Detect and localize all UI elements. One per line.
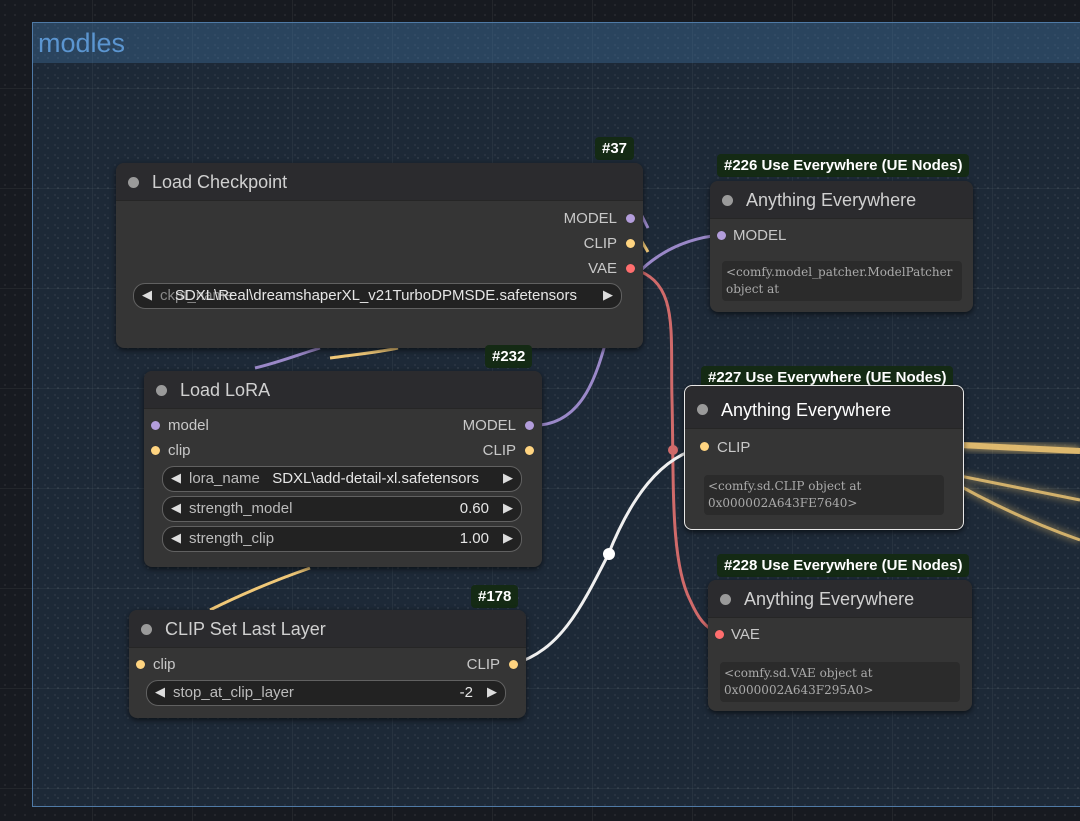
node-id-badge: #178 bbox=[471, 585, 519, 608]
input-model-slot[interactable] bbox=[717, 231, 726, 240]
widget-value: SDXL\Real\dreamshaperXL_v21TurboDPMSDE.s… bbox=[174, 287, 577, 304]
input-clip-slot[interactable] bbox=[151, 446, 160, 455]
increment-arrow-icon[interactable]: ▶ bbox=[487, 684, 497, 699]
increment-arrow-icon[interactable]: ▶ bbox=[503, 500, 513, 515]
output-clip-slot[interactable] bbox=[525, 446, 534, 455]
anything-everywhere-227-node[interactable]: Anything Everywhere CLIP <comfy.sd.CLIP … bbox=[684, 385, 964, 530]
decrement-arrow-icon[interactable]: ◀ bbox=[171, 470, 181, 485]
widget-value: -2 bbox=[459, 684, 473, 701]
value-display: <comfy.sd.CLIP object at 0x000002A643FE7… bbox=[704, 475, 944, 515]
widget-label: ckpt_name bbox=[160, 287, 234, 304]
output-model-label: MODEL bbox=[563, 210, 617, 227]
node-id-badge: #226 Use Everywhere (UE Nodes) bbox=[717, 154, 970, 177]
collapse-dot[interactable] bbox=[722, 195, 733, 206]
anything-everywhere-228-node[interactable]: Anything Everywhere VAE <comfy.sd.VAE ob… bbox=[708, 580, 972, 711]
output-clip-label: CLIP bbox=[466, 656, 500, 673]
node-title-bar[interactable]: Anything Everywhere bbox=[708, 580, 972, 618]
widget-label: lora_name bbox=[189, 470, 260, 487]
input-clip-slot[interactable] bbox=[136, 660, 145, 669]
widget-label: strength_model bbox=[189, 500, 293, 517]
widget-label: stop_at_clip_layer bbox=[173, 684, 294, 701]
node-id-badge: #37 bbox=[595, 137, 635, 160]
node-title: Anything Everywhere bbox=[721, 400, 892, 420]
anything-everywhere-226-node[interactable]: Anything Everywhere MODEL <comfy.model_p… bbox=[710, 181, 973, 312]
widget-value: 0.60 bbox=[459, 500, 489, 517]
input-clip-slot[interactable] bbox=[700, 442, 709, 451]
input-clip-label: clip bbox=[153, 656, 176, 673]
input-clip-label: clip bbox=[168, 442, 191, 459]
node-title-bar[interactable]: Anything Everywhere bbox=[710, 181, 973, 219]
stop-at-clip-layer-number[interactable]: ◀ stop_at_clip_layer -2 ▶ bbox=[146, 680, 506, 706]
output-model-label: MODEL bbox=[462, 417, 516, 434]
decrement-arrow-icon[interactable]: ◀ bbox=[155, 684, 165, 699]
output-model-slot[interactable] bbox=[525, 421, 534, 430]
collapse-dot[interactable] bbox=[141, 624, 152, 635]
output-clip-label: CLIP bbox=[583, 235, 617, 252]
output-clip-label: CLIP bbox=[482, 442, 516, 459]
node-title: Load LoRA bbox=[180, 380, 271, 400]
widget-value: SDXL\add-detail-xl.safetensors bbox=[272, 470, 479, 487]
output-model-slot[interactable] bbox=[626, 214, 635, 223]
node-title-bar[interactable]: CLIP Set Last Layer bbox=[129, 610, 526, 648]
value-display: <comfy.model_patcher.ModelPatcher object… bbox=[722, 261, 962, 301]
load-checkpoint-node[interactable]: Load Checkpoint MODEL CLIP VAE ◀ ckpt_na… bbox=[116, 163, 643, 348]
collapse-dot[interactable] bbox=[156, 385, 167, 396]
node-title-bar[interactable]: Load Checkpoint bbox=[116, 163, 643, 201]
output-clip-slot[interactable] bbox=[626, 239, 635, 248]
input-vae-label: VAE bbox=[731, 626, 760, 643]
node-title: CLIP Set Last Layer bbox=[165, 619, 326, 639]
node-id-badge: #232 bbox=[485, 345, 533, 368]
input-model-label: MODEL bbox=[733, 227, 787, 244]
output-clip-slot[interactable] bbox=[509, 660, 518, 669]
node-id-badge: #227 Use Everywhere (UE Nodes) bbox=[701, 366, 954, 389]
decrement-arrow-icon[interactable]: ◀ bbox=[171, 500, 181, 515]
widget-label: strength_clip bbox=[189, 530, 275, 547]
increment-arrow-icon[interactable]: ▶ bbox=[503, 470, 513, 485]
strength-clip-number[interactable]: ◀ strength_clip 1.00 ▶ bbox=[162, 526, 522, 552]
group-header[interactable]: modles bbox=[33, 23, 1080, 63]
node-id-badge: #228 Use Everywhere (UE Nodes) bbox=[717, 554, 970, 577]
input-model-slot[interactable] bbox=[151, 421, 160, 430]
increment-arrow-icon[interactable]: ▶ bbox=[603, 287, 613, 302]
group-title: modles bbox=[38, 28, 126, 58]
collapse-dot[interactable] bbox=[128, 177, 139, 188]
node-title: Anything Everywhere bbox=[746, 190, 917, 210]
output-vae-slot[interactable] bbox=[626, 264, 635, 273]
node-title-bar[interactable]: Anything Everywhere bbox=[685, 386, 963, 429]
input-vae-slot[interactable] bbox=[715, 630, 724, 639]
ckpt-name-combo[interactable]: ◀ ckpt_name SDXL\Real\dreamshaperXL_v21T… bbox=[133, 283, 622, 309]
increment-arrow-icon[interactable]: ▶ bbox=[503, 530, 513, 545]
input-clip-label: CLIP bbox=[717, 439, 751, 456]
node-title: Anything Everywhere bbox=[744, 589, 915, 609]
value-display: <comfy.sd.VAE object at 0x000002A643F295… bbox=[720, 662, 960, 702]
node-title: Load Checkpoint bbox=[152, 172, 288, 192]
decrement-arrow-icon[interactable]: ◀ bbox=[171, 530, 181, 545]
clip-set-last-layer-node[interactable]: CLIP Set Last Layer clip CLIP ◀ stop_at_… bbox=[129, 610, 526, 718]
output-vae-label: VAE bbox=[588, 260, 617, 277]
decrement-arrow-icon[interactable]: ◀ bbox=[142, 287, 152, 302]
lora-name-combo[interactable]: ◀ lora_name SDXL\add-detail-xl.safetenso… bbox=[162, 466, 522, 492]
node-title-bar[interactable]: Load LoRA bbox=[144, 371, 542, 409]
collapse-dot[interactable] bbox=[720, 594, 731, 605]
widget-value: 1.00 bbox=[459, 530, 489, 547]
strength-model-number[interactable]: ◀ strength_model 0.60 ▶ bbox=[162, 496, 522, 522]
collapse-dot[interactable] bbox=[697, 404, 708, 415]
input-model-label: model bbox=[168, 417, 209, 434]
load-lora-node[interactable]: Load LoRA model clip MODEL CLIP ◀ lora_n… bbox=[144, 371, 542, 567]
